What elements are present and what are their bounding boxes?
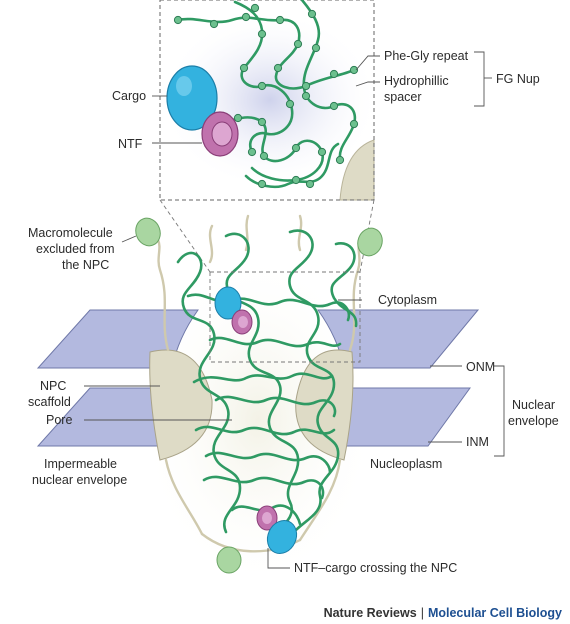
ntf-label: NTF [118, 137, 143, 151]
cytoplasm-label: Cytoplasm [378, 293, 437, 307]
fg-meshwork [176, 229, 358, 542]
hydrophilic-label-1: Hydrophillic [384, 74, 449, 88]
nucleoplasm-label: Nucleoplasm [370, 457, 442, 471]
journal-separator: | [420, 606, 424, 620]
hydrophilic-label-2: spacer [384, 90, 422, 104]
cargo-in-pore-icon [214, 286, 242, 320]
impermeable-label-2: nuclear envelope [32, 473, 127, 487]
journal-name: Nature Reviews [323, 606, 417, 620]
macromolecule-label-1: Macromolecule [28, 226, 113, 240]
inm-label: INM [466, 435, 489, 449]
macromolecule-label-2: excluded from [36, 242, 115, 256]
npc-scaffold-left [149, 349, 213, 461]
macromolecule-icon-2 [357, 227, 383, 257]
leader-lines [84, 51, 505, 569]
nuclear-envelope-label-2: envelope [508, 414, 559, 428]
macromolecule-label-3: the NPC [62, 258, 109, 272]
macromolecule-icon [135, 217, 161, 247]
fg-nup-label: FG Nup [496, 72, 540, 86]
fg-repeat-dots [173, 3, 359, 189]
nuclear-pore [36, 214, 480, 590]
npc-scaffold-label-1: NPC [40, 379, 66, 393]
pore-label: Pore [46, 413, 72, 427]
phe-gly-label: Phe-Gly repeat [384, 49, 469, 63]
ntf-cargo-crossing-label: NTF–cargo crossing the NPC [294, 561, 457, 575]
impermeable-label-1: Impermeable [44, 457, 117, 471]
labels: Phe-Gly repeat Hydrophillic spacer FG Nu… [28, 49, 559, 575]
cargo-label: Cargo [112, 89, 146, 103]
outer-nuclear-membrane [36, 309, 480, 369]
journal-credit: Nature Reviews|Molecular Cell Biology [324, 606, 562, 620]
nuclear-envelope-label-1: Nuclear [512, 398, 555, 412]
npc-scaffold-label-2: scaffold [28, 395, 71, 409]
subjournal-name: Molecular Cell Biology [427, 606, 562, 620]
zoom-inset [159, 0, 380, 201]
onm-label: ONM [466, 360, 495, 374]
macromolecule-icon-3 [216, 546, 242, 574]
cargo-crossing-icon [266, 519, 298, 555]
